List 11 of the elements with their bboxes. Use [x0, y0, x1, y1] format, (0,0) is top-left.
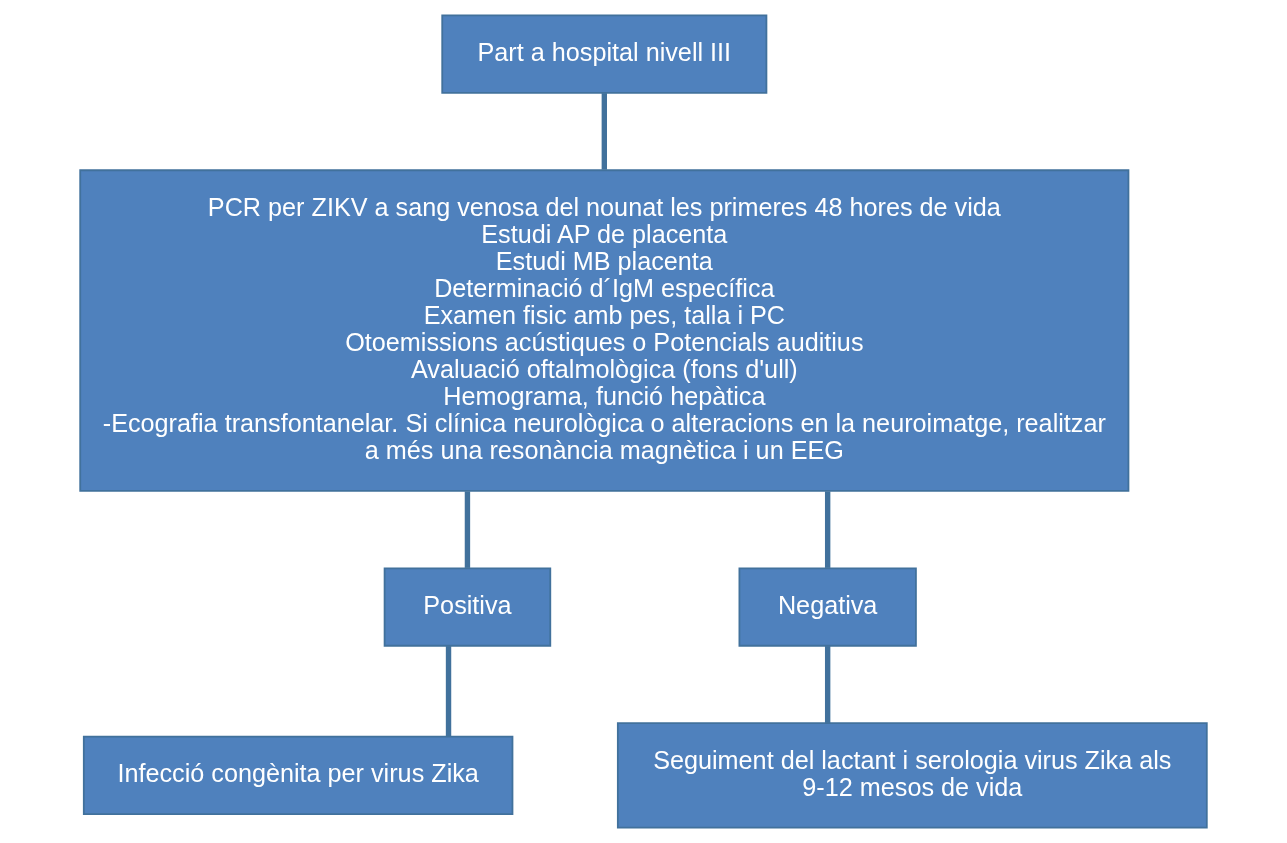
- node-box: Negativa: [738, 567, 917, 647]
- connector: [464, 491, 471, 568]
- node-box: Part a hospital nivell III: [441, 14, 768, 94]
- connector: [445, 646, 452, 737]
- node-box: PCR per ZIKV a sang venosa del nounat les primeres 48 hores de vida Estudi AP de placenta Estudi MB placenta Determinació d´IgM específica Examen fisic amb pes, talla i PC Otoemissions acústiques o Potencials auditius Avaluació oftalmològica (fons d'ull) Hemograma, funció hepàtica -Ecografia transfontanelar. Si clínica neurològica o alteracions en la neuroimatge, realitzar a més una resonància magnètica i un EEG: [79, 169, 1130, 492]
- connector: [824, 491, 831, 568]
- connector: [601, 93, 608, 170]
- node-box: Infecció congènita per virus Zika: [82, 735, 514, 816]
- node-box: Positiva: [383, 567, 552, 647]
- node-box: Seguiment del lactant i serologia virus Zika als 9-12 mesos de vida: [616, 722, 1208, 829]
- connector: [824, 646, 831, 724]
